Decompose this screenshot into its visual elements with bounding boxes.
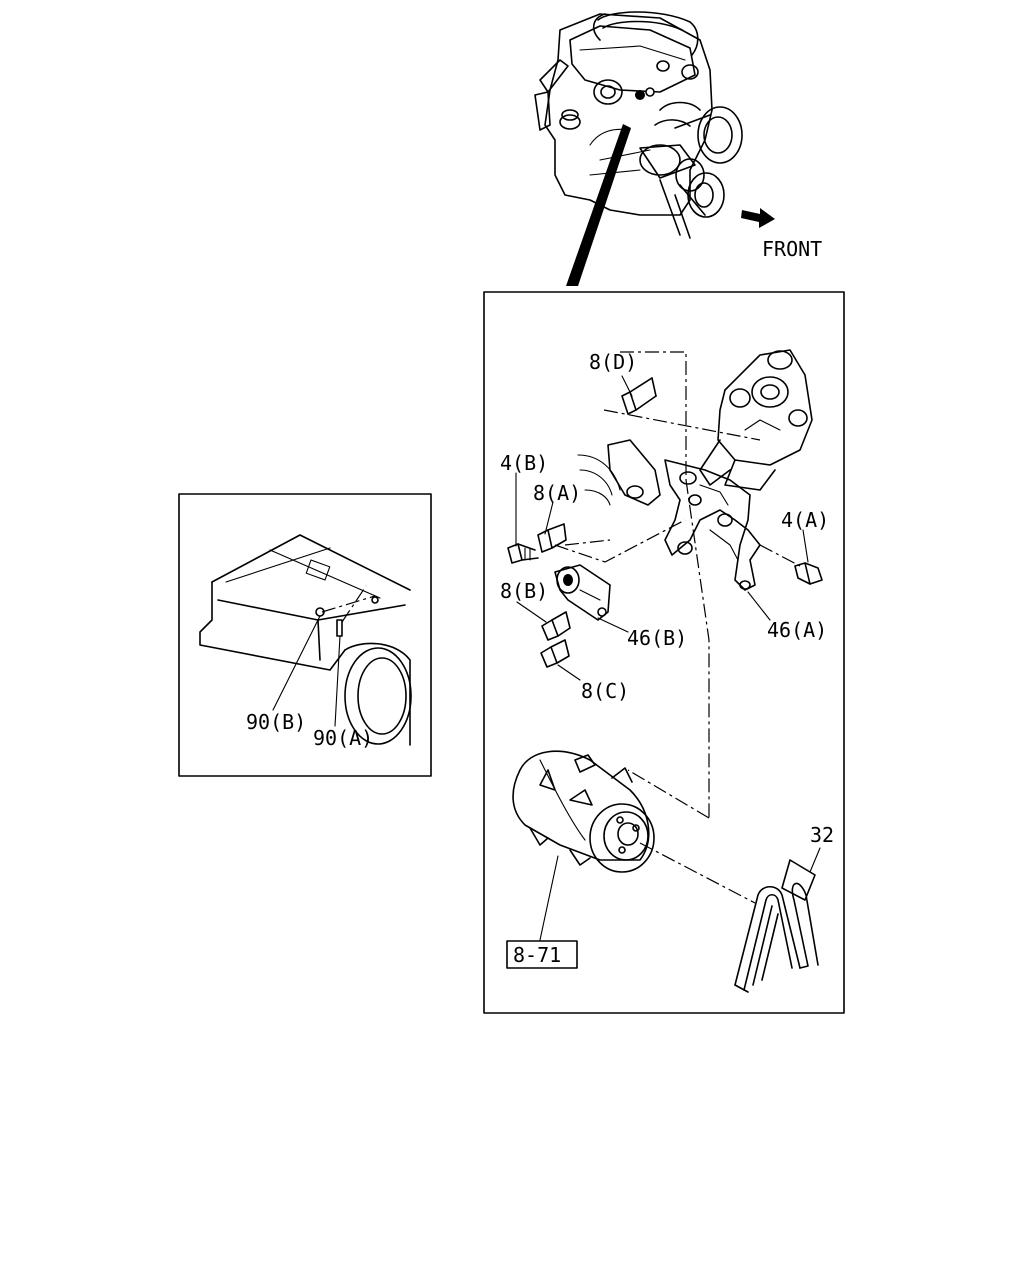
callout-4a: 4(A) [781,508,829,532]
bolt-4a-illustration [794,562,823,585]
leader-lines [515,375,821,941]
callout-4b: 4(B) [500,451,548,475]
bolt-4b-illustration [507,543,539,564]
bolt-8a-illustration [537,523,567,553]
bolt-8c-illustration [540,639,570,668]
bolt-8d-illustration [621,377,657,415]
callout-32: 32 [810,823,834,847]
bolt-8b-illustration [541,611,571,641]
bracket-46b-illustration [554,564,611,621]
bracket-46a-illustration [664,459,761,591]
callout-8b: 8(B) [500,579,548,603]
callout-90a: 90(A) [313,726,373,750]
reference-box-label: 8-71 [513,943,561,967]
front-arrow-icon [741,208,775,228]
callout-90b: 90(B) [246,710,306,734]
thermostat-housing-illustration [699,349,813,491]
intake-elbow-illustration [577,439,661,506]
inset-leader-lines [272,615,341,727]
ac-compressor-illustration [512,750,655,873]
front-direction-label: FRONT [762,237,822,261]
assembly-centerlines [554,351,801,904]
inset-frame [178,493,432,777]
engine-overview-illustration [534,11,743,286]
drive-belt-illustration [734,859,819,993]
detail-frame [483,291,845,1014]
callout-46b: 46(B) [627,626,687,650]
callout-8d: 8(D) [589,350,637,374]
reference-box [506,940,578,969]
callout-8a: 8(A) [533,481,581,505]
callout-8c: 8(C) [581,679,629,703]
callout-46a: 46(A) [767,618,827,642]
